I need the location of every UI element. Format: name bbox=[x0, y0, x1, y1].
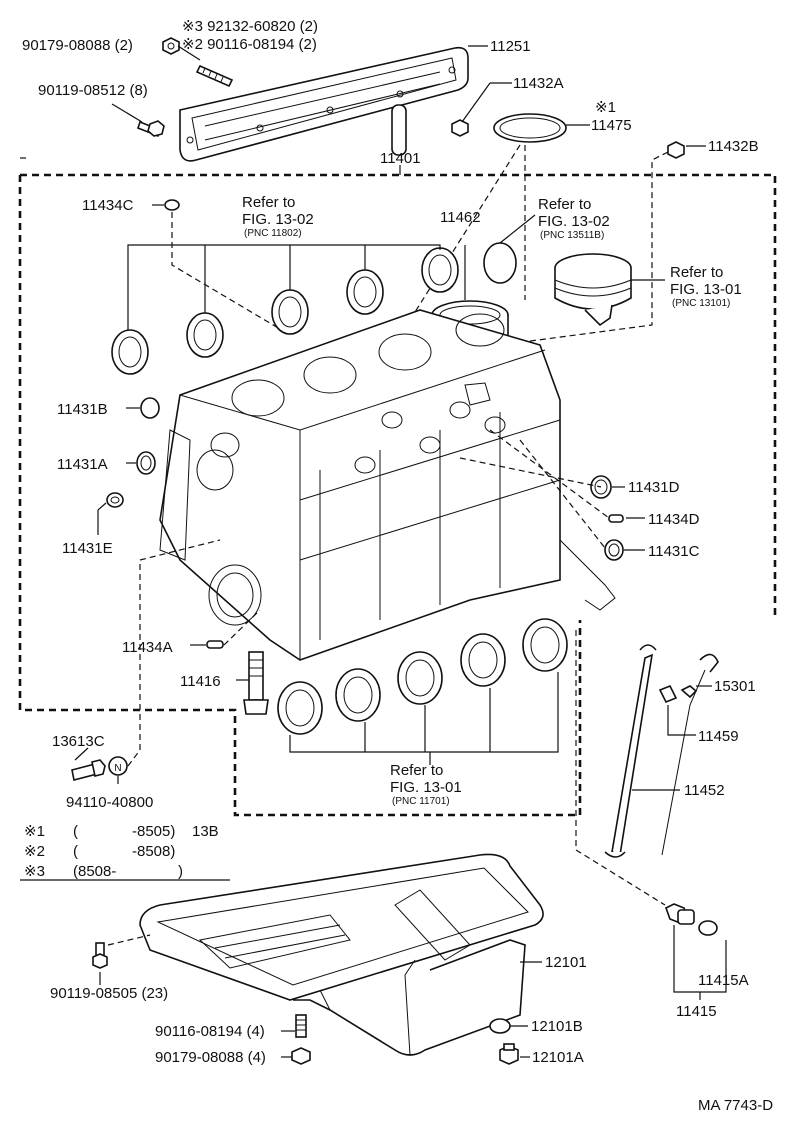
bearing-set-upper bbox=[111, 247, 459, 375]
label-11452: 11452 bbox=[684, 782, 725, 799]
note2-open: ( bbox=[73, 843, 78, 860]
label-11431E: 11431E bbox=[62, 540, 113, 557]
label-11431B: 11431B bbox=[57, 401, 108, 418]
washer-n-mark: N bbox=[114, 763, 121, 774]
label-90119-08512: 90119-08512 (8) bbox=[38, 82, 148, 99]
pin-11434A bbox=[206, 640, 224, 649]
label-11432A: 11432A bbox=[513, 75, 564, 92]
cylinder-block-11401 bbox=[159, 309, 616, 661]
bolt-90119-08512 bbox=[137, 120, 165, 138]
note1-mark: ※1 bbox=[24, 823, 45, 840]
label-11401: 11401 bbox=[380, 150, 421, 167]
label-12101: 12101 bbox=[545, 954, 587, 971]
bolt-90119-08505 bbox=[92, 942, 108, 969]
label-15301: 15301 bbox=[714, 678, 756, 695]
label-11251: 11251 bbox=[490, 38, 531, 55]
stud-90116-08194-bottom bbox=[295, 1014, 307, 1038]
label-12101A: 12101A bbox=[532, 1049, 584, 1066]
ref2-line1: Refer to bbox=[538, 196, 591, 213]
nut-90179-08088-bottom bbox=[291, 1047, 311, 1065]
piston-13101 bbox=[554, 253, 632, 327]
dipstick-guide-11452 bbox=[604, 644, 657, 858]
note3-range: ) bbox=[178, 863, 183, 880]
plug-11431C bbox=[604, 539, 624, 561]
label-11434D: 11434D bbox=[648, 511, 700, 528]
plug-11431A bbox=[136, 451, 156, 475]
bolt-11416 bbox=[243, 651, 269, 715]
ref4-line3: (PNC 11701) bbox=[392, 796, 450, 807]
note1-range: -8505) bbox=[132, 823, 175, 840]
label-90119-08505: 90119-08505 (23) bbox=[50, 985, 168, 1002]
label-11475: 11475 bbox=[591, 117, 632, 134]
pin-11434C bbox=[164, 199, 180, 211]
washer-94110 bbox=[108, 756, 128, 776]
label-13613C: 13613C bbox=[52, 733, 105, 750]
label-94110-40800: 94110-40800 bbox=[66, 794, 153, 811]
bolt-90179-08088-top bbox=[162, 37, 180, 55]
label-11415A: 11415A bbox=[698, 972, 749, 989]
note1-open: ( bbox=[73, 823, 78, 840]
note3-mark: ※3 bbox=[24, 863, 45, 880]
label-90116-08194-bottom: 90116-08194 (4) bbox=[155, 1023, 265, 1040]
label-star1: ※1 bbox=[595, 99, 616, 116]
oring-11475 bbox=[493, 113, 567, 143]
applicability-notes: ※1 ( -8505) 13B ※2 ( -8508) ※3 (8508- ) bbox=[24, 823, 219, 880]
note3-open: (8508- bbox=[73, 863, 116, 880]
plug-11431B bbox=[140, 397, 160, 419]
label-11416: 11416 bbox=[180, 673, 221, 690]
drain-plug-12101A bbox=[499, 1043, 519, 1065]
label-11459: 11459 bbox=[698, 728, 739, 745]
ref3-line1: Refer to bbox=[670, 264, 723, 281]
ref3-line2: FIG. 13-01 bbox=[670, 281, 742, 298]
label-90179-08088-bottom: 90179-08088 (4) bbox=[155, 1049, 266, 1066]
label-11431D: 11431D bbox=[628, 479, 680, 496]
pin-11434D bbox=[608, 514, 624, 523]
note2-range: -8508) bbox=[132, 843, 175, 860]
label-12101B: 12101B bbox=[531, 1018, 583, 1035]
plug-11462 bbox=[483, 242, 517, 284]
label-92132-60820: ※3 92132-60820 (2) bbox=[182, 18, 318, 35]
clamp-11459 bbox=[658, 684, 678, 704]
label-11434A: 11434A bbox=[122, 639, 173, 656]
plug-11432B bbox=[667, 141, 685, 159]
ref2-line3: (PNC 13511B) bbox=[540, 230, 604, 241]
label-11434C: 11434C bbox=[82, 197, 134, 214]
label-90179-08088-top: 90179-08088 (2) bbox=[22, 37, 133, 54]
dipstick-15301 bbox=[661, 653, 719, 856]
figure-id: MA 7743-D bbox=[698, 1097, 773, 1114]
ref1-line3: (PNC 11802) bbox=[244, 228, 302, 239]
plug-11432A bbox=[451, 119, 469, 137]
label-11432B: 11432B bbox=[708, 138, 759, 155]
label-90116-08194-top: ※2 90116-08194 (2) bbox=[182, 36, 317, 53]
label-11462: 11462 bbox=[440, 209, 481, 226]
ref2-line2: FIG. 13-02 bbox=[538, 213, 610, 230]
ref1-line2: FIG. 13-02 bbox=[242, 211, 314, 228]
gasket-11415A bbox=[698, 920, 718, 936]
bolt-13613C bbox=[71, 759, 106, 781]
ref1-line1: Refer to bbox=[242, 194, 295, 211]
label-11431A: 11431A bbox=[57, 456, 108, 473]
drain-plug-11415 bbox=[665, 903, 695, 925]
plug-11431E bbox=[106, 492, 124, 508]
label-11415: 11415 bbox=[676, 1003, 717, 1020]
label-11431C: 11431C bbox=[648, 543, 700, 560]
ref3-line3: (PNC 13101) bbox=[672, 298, 730, 309]
side-cover-11251 bbox=[179, 46, 469, 162]
gasket-12101B bbox=[489, 1018, 511, 1034]
bearing-caps-lower bbox=[277, 618, 568, 735]
group-box-11401-left bbox=[18, 175, 582, 817]
note1-extra: 13B bbox=[192, 823, 219, 840]
note2-mark: ※2 bbox=[24, 843, 45, 860]
oil-pan-12101 bbox=[139, 853, 544, 1056]
ref4-line2: FIG. 13-01 bbox=[390, 779, 462, 796]
ref4-line1: Refer to bbox=[390, 762, 443, 779]
stud-90116-08194-top bbox=[195, 64, 234, 88]
